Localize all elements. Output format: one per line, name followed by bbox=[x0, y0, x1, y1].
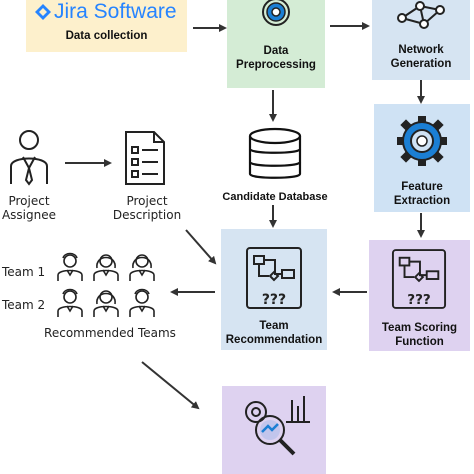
project-description-label: Project Description bbox=[112, 194, 182, 222]
data-collection-label: Data collection bbox=[65, 30, 148, 42]
project-assignee-label: Project Assignee bbox=[1, 194, 57, 222]
preprocessing-label: Data Preprocessing bbox=[236, 45, 316, 71]
data-preprocessing-box: Data Preprocessing bbox=[227, 0, 325, 88]
workflow-question-icon: ??? bbox=[391, 249, 447, 309]
gear-icon bbox=[262, 0, 290, 26]
jira-brand-text: Jira Software bbox=[54, 0, 177, 23]
network-graph-icon bbox=[397, 1, 445, 29]
arrow-teams-to-evaluation bbox=[141, 361, 200, 410]
team-scoring-function-box: ??? Team Scoring Function bbox=[369, 240, 470, 351]
team-member-icon bbox=[129, 254, 155, 281]
recommended-teams-label: Recommended Teams bbox=[44, 326, 176, 340]
document-checklist-icon bbox=[125, 131, 165, 185]
database-icon bbox=[248, 127, 302, 179]
feature-extraction-box: Feature Extraction bbox=[374, 104, 470, 212]
feature-extraction-label: Feature Extraction bbox=[393, 181, 451, 207]
jira-logo-icon bbox=[35, 4, 51, 20]
team-recommendation-box: ??? Team Recommendation bbox=[221, 229, 327, 350]
team-member-icon bbox=[57, 288, 83, 317]
svg-text:???: ??? bbox=[407, 292, 431, 308]
team-member-icon bbox=[93, 254, 119, 281]
arrow-description-to-recommendation bbox=[185, 229, 217, 265]
team-2-label: Team 2 bbox=[2, 298, 46, 312]
evaluation-analysis-box bbox=[222, 386, 326, 474]
team-scoring-function-label: Team Scoring Function bbox=[381, 322, 458, 348]
team-recommendation-label: Team Recommendation bbox=[225, 320, 323, 346]
gear-icon bbox=[397, 116, 447, 166]
network-generation-label: Network Generation bbox=[390, 44, 452, 70]
person-icon bbox=[10, 130, 48, 186]
team-1-label: Team 1 bbox=[2, 265, 46, 279]
team-member-icon bbox=[57, 252, 83, 281]
network-generation-box: Network Generation bbox=[372, 0, 470, 80]
analysis-magnifier-icon bbox=[245, 396, 310, 456]
team-member-icon bbox=[129, 288, 155, 317]
candidate-database-label: Candidate Database bbox=[222, 191, 328, 203]
workflow-question-icon: ??? bbox=[246, 247, 302, 309]
svg-text:???: ??? bbox=[262, 292, 286, 308]
team-member-icon bbox=[93, 290, 119, 317]
jira-data-collection-box: Jira Software Data collection bbox=[26, 0, 187, 52]
